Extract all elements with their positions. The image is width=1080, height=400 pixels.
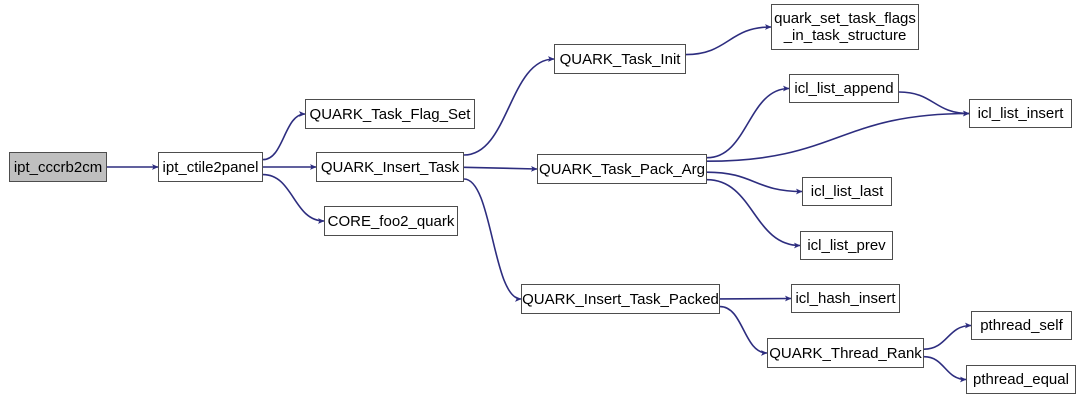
graph-node-icl-list-last[interactable]: icl_list_last — [802, 177, 892, 206]
graph-edge-ipt-ctile2panel-to-quark-task-flag-set — [262, 111, 306, 161]
graph-node-quark-task-flag-set[interactable]: QUARK_Task_Flag_Set — [305, 99, 475, 129]
graph-node-icl-list-insert[interactable]: icl_list_insert — [969, 99, 1072, 128]
graph-node-quark-task-init[interactable]: QUARK_Task_Init — [554, 44, 686, 74]
graph-node-quark-task-pack-arg[interactable]: QUARK_Task_Pack_Arg — [537, 154, 707, 184]
graph-edge-quark-insert-task-to-quark-task-init — [463, 56, 555, 156]
graph-edge-ipt-ctile2panel-to-core-foo2-quark — [262, 173, 325, 224]
graph-node-label: CORE_foo2_quark — [327, 212, 455, 230]
graph-node-core-foo2-quark[interactable]: CORE_foo2_quark — [324, 206, 458, 236]
graph-node-label: QUARK_Thread_Rank — [769, 344, 922, 362]
graph-node-pthread-self[interactable]: pthread_self — [971, 311, 1072, 340]
graph-node-label: QUARK_Insert_Task_Packed — [522, 290, 719, 308]
graph-node-ipt-ctile2panel[interactable]: ipt_ctile2panel — [158, 152, 263, 182]
graph-edge-quark-task-pack-arg-to-icl-list-append — [706, 85, 790, 159]
graph-node-label: ipt_ctile2panel — [162, 158, 259, 176]
graph-edge-icl-list-append-to-icl-list-insert — [898, 91, 970, 117]
graph-node-label: QUARK_Insert_Task — [320, 158, 460, 176]
graph-node-label: icl_list_last — [810, 183, 884, 200]
graph-node-icl-list-append[interactable]: icl_list_append — [789, 74, 899, 103]
graph-node-label: QUARK_Task_Pack_Arg — [539, 160, 705, 178]
graph-node-label: QUARK_Task_Flag_Set — [309, 105, 471, 123]
graph-node-label: pthread_self — [980, 317, 1063, 334]
graph-node-quark-set-task-flags-in-task-structure[interactable]: quark_set_task_flags _in_task_structure — [771, 4, 919, 50]
graph-node-icl-hash-insert[interactable]: icl_hash_insert — [791, 284, 900, 313]
graph-node-quark-insert-task-packed[interactable]: QUARK_Insert_Task_Packed — [521, 284, 720, 314]
graph-node-quark-insert-task[interactable]: QUARK_Insert_Task — [316, 152, 464, 182]
graph-edge-quark-task-pack-arg-to-icl-list-prev — [706, 178, 801, 249]
graph-edge-quark-thread-rank-to-pthread-self — [923, 322, 972, 350]
graph-node-label: ipt_cccrb2cm — [13, 158, 103, 176]
graph-edge-quark-task-init-to-quark-set-task-flags-in-task-structure — [685, 24, 772, 56]
graph-edge-quark-thread-rank-to-pthread-equal — [923, 355, 967, 383]
graph-edge-quark-insert-task-packed-to-quark-thread-rank — [719, 305, 768, 356]
graph-edge-quark-insert-task-to-quark-task-pack-arg — [463, 165, 538, 172]
graph-node-label: icl_list_insert — [977, 105, 1064, 122]
graph-node-label: icl_list_prev — [807, 237, 886, 254]
graph-node-label: icl_hash_insert — [795, 290, 896, 307]
graph-node-label: quark_set_task_flags _in_task_structure — [774, 10, 916, 44]
graph-edge-quark-insert-task-to-quark-insert-task-packed — [463, 178, 522, 302]
graph-edge-quark-task-pack-arg-to-icl-list-last — [706, 171, 803, 195]
graph-edge-quark-task-pack-arg-to-icl-list-insert — [706, 110, 970, 163]
graph-node-label: icl_list_append — [794, 80, 894, 97]
graph-node-label: pthread_equal — [973, 371, 1069, 388]
graph-node-pthread-equal[interactable]: pthread_equal — [966, 365, 1076, 394]
graph-node-ipt-cccrb2cm[interactable]: ipt_cccrb2cm — [9, 152, 107, 182]
graph-node-icl-list-prev[interactable]: icl_list_prev — [800, 231, 893, 260]
graph-node-quark-thread-rank[interactable]: QUARK_Thread_Rank — [767, 338, 924, 368]
graph-node-label: QUARK_Task_Init — [559, 50, 681, 68]
